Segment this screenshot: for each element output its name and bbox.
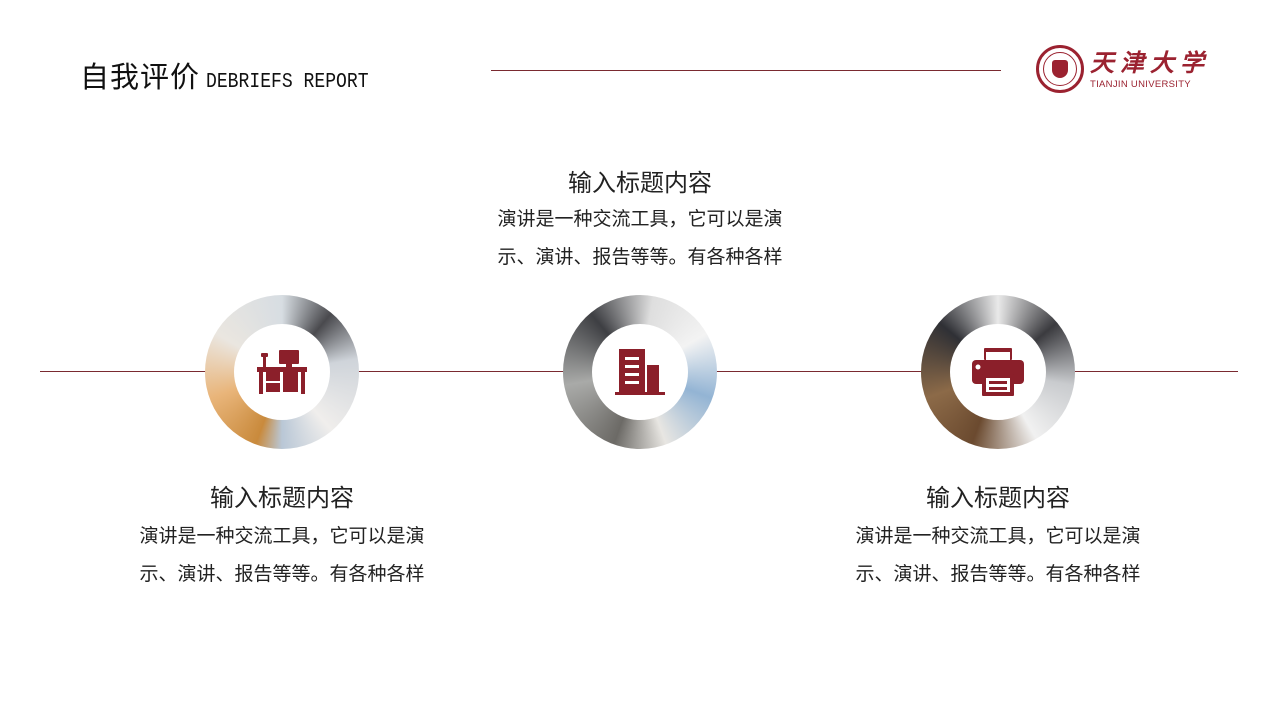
page-title: 自我评价 DEBRIEFS REPORT — [80, 54, 395, 96]
item-description: 演讲是一种交流工具，它可以是演 示、演讲、报告等等。有各种各样 — [470, 200, 810, 276]
item-description: 演讲是一种交流工具，它可以是演 示、演讲、报告等等。有各种各样 — [828, 517, 1168, 593]
desc-line-2: 示、演讲、报告等等。有各种各样 — [497, 246, 783, 268]
header-divider — [491, 70, 1001, 71]
university-logo: 天津大学 TIANJIN UNIVERSITY — [1036, 45, 1210, 93]
desk-icon — [257, 350, 307, 394]
desc-line-1: 演讲是一种交流工具，它可以是演 — [497, 208, 783, 230]
timeline-label-1: 输入标题内容 演讲是一种交流工具，它可以是演 示、演讲、报告等等。有各种各样 — [112, 483, 452, 593]
page-title-cn: 自我评价 — [80, 60, 201, 94]
desc-line-2: 示、演讲、报告等等。有各种各样 — [139, 563, 425, 585]
timeline-label-2: 输入标题内容 演讲是一种交流工具，它可以是演 示、演讲、报告等等。有各种各样 — [470, 168, 810, 276]
printer-icon — [972, 348, 1024, 396]
timeline-node-3 — [921, 295, 1075, 449]
timeline-label-3: 输入标题内容 演讲是一种交流工具，它可以是演 示、演讲、报告等等。有各种各样 — [828, 483, 1168, 593]
logo-name-en: TIANJIN UNIVERSITY — [1090, 78, 1191, 90]
desc-line-1: 演讲是一种交流工具，它可以是演 — [855, 525, 1141, 547]
timeline-node-1 — [205, 295, 359, 449]
desc-line-2: 示、演讲、报告等等。有各种各样 — [855, 563, 1141, 585]
page-title-en: DEBRIEFS REPORT — [206, 71, 369, 94]
desc-line-1: 演讲是一种交流工具，它可以是演 — [139, 525, 425, 547]
item-title: 输入标题内容 — [210, 484, 354, 512]
logo-name-cn: 天津大学 — [1090, 47, 1210, 77]
timeline-node-2 — [563, 295, 717, 449]
item-description: 演讲是一种交流工具，它可以是演 示、演讲、报告等等。有各种各样 — [112, 517, 452, 593]
item-title: 输入标题内容 — [568, 169, 712, 197]
item-title: 输入标题内容 — [926, 484, 1070, 512]
seal-icon — [1036, 45, 1084, 93]
building-icon — [615, 349, 665, 395]
